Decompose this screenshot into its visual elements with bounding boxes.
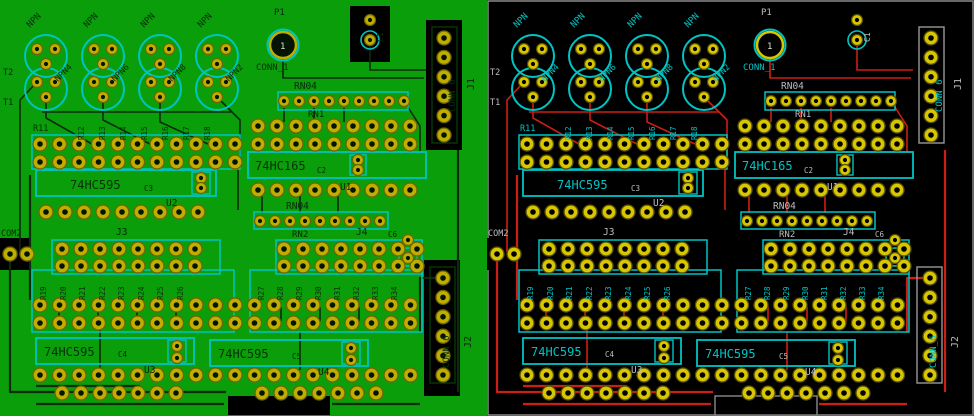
pcb-view-left-green[interactable]: [0, 0, 487, 416]
pcb-view-right-dark[interactable]: [487, 0, 974, 416]
